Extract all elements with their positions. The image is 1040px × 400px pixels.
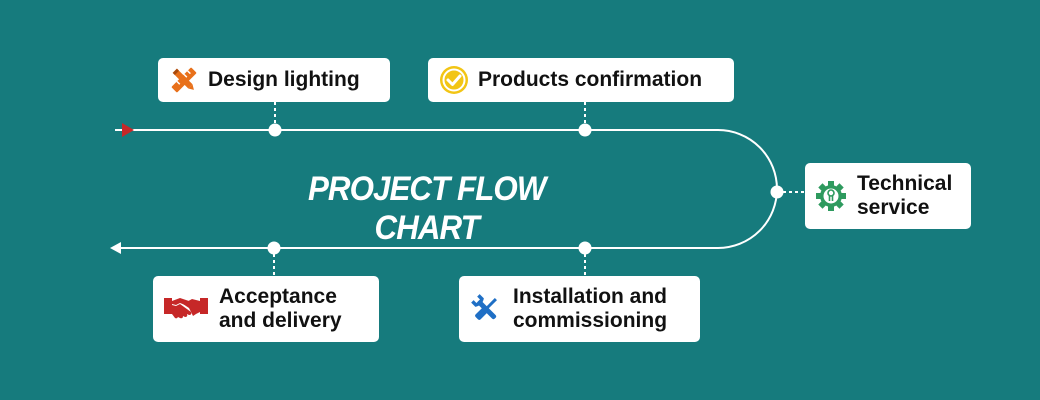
node-products	[578, 123, 592, 137]
step-label-acceptance: Acceptance and delivery	[219, 285, 342, 332]
node-technical	[770, 185, 784, 199]
end-arrow	[110, 242, 121, 254]
step-card-products: Products confirmation	[428, 58, 734, 102]
checkmark-badge-icon	[438, 64, 470, 96]
step-card-technical: Technical service	[805, 163, 971, 229]
chart-title: PROJECT FLOW CHART	[307, 170, 546, 247]
handshake-icon	[163, 292, 209, 326]
node-acceptance	[267, 241, 281, 255]
step-card-design: Design lighting	[158, 58, 390, 102]
pencil-ruler-icon	[168, 64, 200, 96]
node-installation	[578, 241, 592, 255]
step-label-technical: Technical service	[857, 172, 953, 219]
step-card-installation: Installation and commissioning	[459, 276, 700, 342]
step-card-acceptance: Acceptance and delivery	[153, 276, 379, 342]
node-design	[268, 123, 282, 137]
step-label-installation: Installation and commissioning	[513, 285, 668, 332]
step-label-design: Design lighting	[208, 68, 360, 91]
gear-circuit-icon	[815, 180, 847, 212]
wrench-screwdriver-icon	[469, 292, 503, 326]
start-arrow	[122, 123, 134, 137]
step-label-products: Products confirmation	[478, 68, 703, 91]
